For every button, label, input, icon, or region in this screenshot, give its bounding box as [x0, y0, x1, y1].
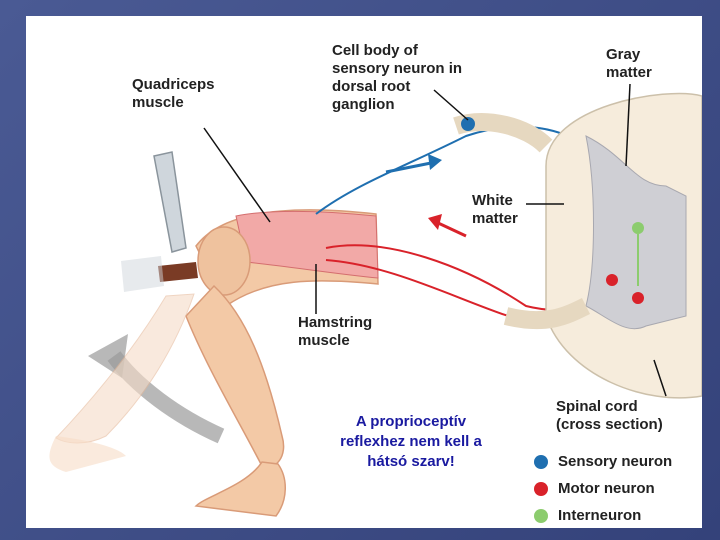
reflex-diagram: Cell body of sensory neuron in dorsal ro…	[26, 16, 702, 528]
lower-leg	[185, 284, 285, 468]
afferent-arrowhead	[428, 154, 442, 170]
legend-motor-label: Motor neuron	[558, 480, 655, 497]
foot-ghost	[49, 436, 126, 472]
reflex-illustration	[49, 83, 702, 517]
foot	[194, 461, 286, 517]
lower-leg-ghost	[55, 293, 195, 444]
legend-item-interneuron: Interneuron	[534, 502, 672, 528]
legend-motor-dot-icon	[534, 481, 548, 496]
legend-interneuron-label: Interneuron	[558, 507, 642, 524]
label-white-matter: White matter	[472, 192, 518, 227]
efferent-arrowhead	[428, 214, 442, 230]
pointer-cell-body	[433, 89, 469, 121]
reflex-hammer-icon	[121, 151, 198, 292]
spinal-cord-cross-section	[453, 92, 702, 399]
label-hamstring: Hamstring muscle	[298, 314, 373, 349]
motor-neuron-soma-1	[606, 274, 618, 286]
legend-interneuron-dot-icon	[534, 508, 548, 523]
motor-neuron-soma-2	[632, 292, 644, 304]
legend-sensory-dot-icon	[534, 454, 548, 469]
pointer-spinal-cord	[653, 359, 667, 397]
label-cell-body: Cell body of sensory neuron in dorsal ro…	[332, 42, 463, 113]
pointer-gray-matter	[625, 83, 631, 167]
label-gray-matter: Gray matter	[606, 46, 652, 81]
legend-item-sensory: Sensory neuron	[534, 448, 672, 475]
legend-sensory-label: Sensory neuron	[558, 453, 673, 470]
pointer-quadriceps	[203, 127, 271, 223]
label-spinal-cord: Spinal cord (cross section)	[556, 398, 663, 433]
knee	[197, 226, 251, 296]
efferent-arrow	[435, 220, 467, 238]
legend: Sensory neuron Motor neuron Interneuron	[534, 448, 672, 528]
label-quadriceps: Quadriceps muscle	[132, 76, 215, 111]
interneuron-soma	[632, 222, 644, 234]
legend-item-motor: Motor neuron	[534, 475, 672, 502]
sensory-cell-body	[461, 117, 475, 131]
afferent-arrow	[385, 160, 437, 174]
note-text: A proprioceptív reflexhez nem kell a hát…	[340, 413, 482, 470]
